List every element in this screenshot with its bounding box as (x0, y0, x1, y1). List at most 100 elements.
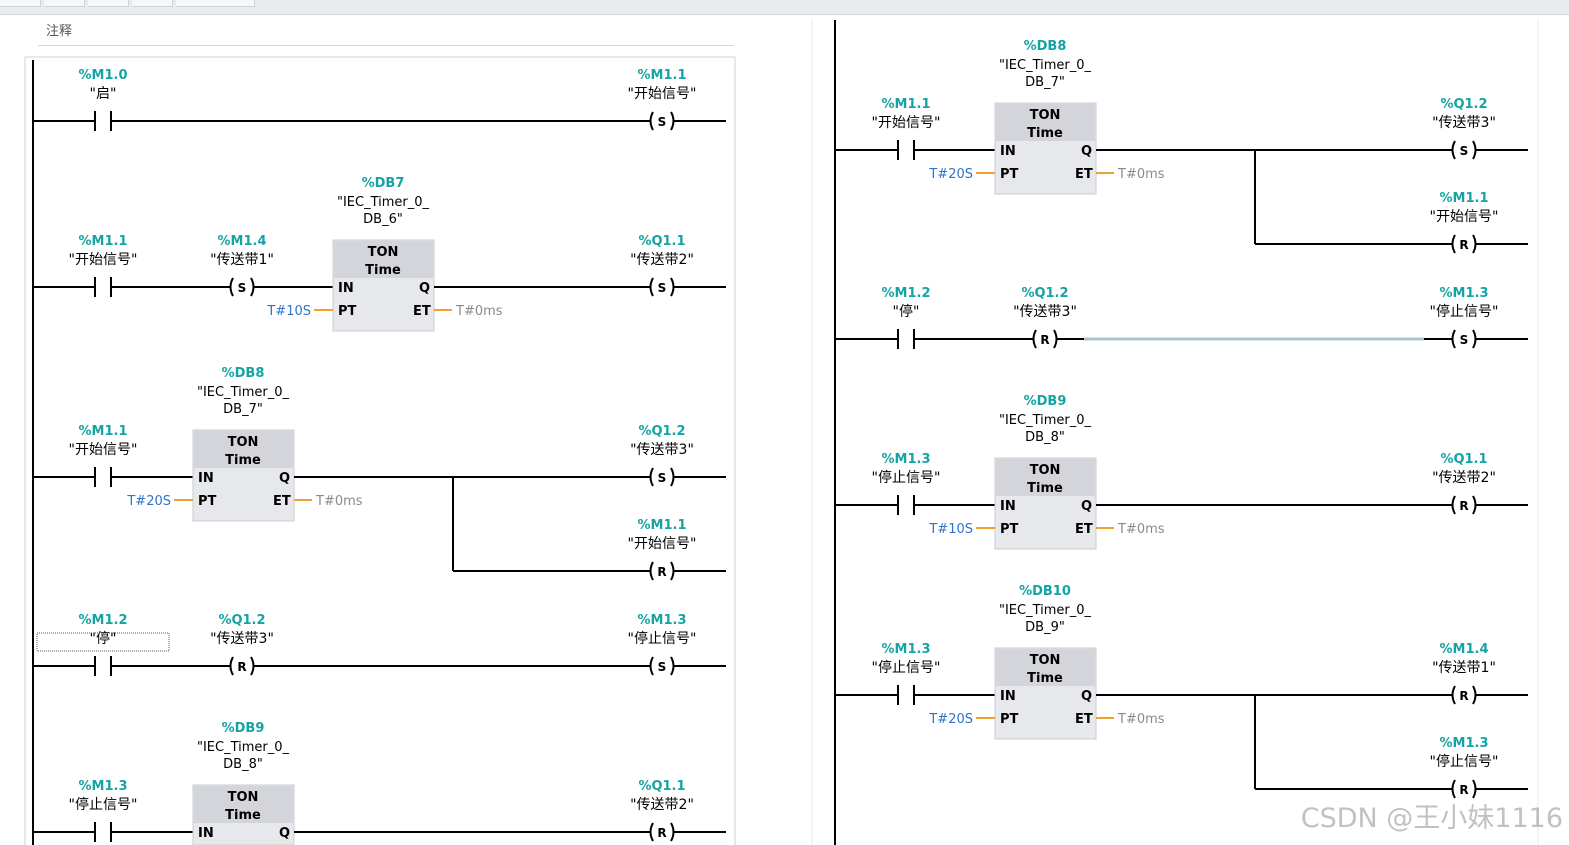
reset-coil[interactable]: R (649, 822, 675, 842)
coil-arc-left (649, 467, 654, 487)
timer-preset-value: T#10S (928, 522, 973, 537)
timer-subtype: Time (225, 808, 261, 823)
contact-address: %M1.3 (79, 779, 128, 794)
timer-instance-name: "IEC_Timer_0_ (197, 385, 290, 400)
watermark: CSDN @王小妹1116 (1300, 803, 1563, 834)
timer-q-pin: Q (1081, 689, 1092, 704)
contact-address: %M1.0 (79, 68, 128, 83)
timer-type: TON (368, 245, 399, 260)
coil-type-label: S (658, 281, 667, 295)
timer-et-pin: ET (413, 304, 431, 319)
contact-tag-name: "停止信号" (872, 469, 941, 486)
toolbar-tab[interactable] (88, 0, 129, 7)
toolbar-tab[interactable] (0, 0, 41, 7)
set-coil[interactable]: S (1451, 329, 1477, 349)
network-comment-field[interactable]: 注释 (38, 20, 734, 46)
coil-arc-left (649, 656, 654, 676)
reset-coil[interactable]: R (1032, 329, 1058, 349)
set-coil[interactable]: S (229, 277, 255, 297)
coil-address: %M1.1 (1440, 191, 1489, 206)
coil-tag-name: "传送带2" (630, 797, 694, 813)
no-contact[interactable] (897, 495, 915, 515)
timer-pt-pin: PT (1000, 167, 1019, 182)
contact-address: %M1.3 (882, 452, 931, 467)
set-coil[interactable]: S (649, 277, 675, 297)
coil-address: %M1.3 (1440, 736, 1489, 751)
timer-db-address: %DB9 (1024, 394, 1067, 409)
reset-coil[interactable]: R (649, 561, 675, 581)
coil-type-label: S (238, 281, 247, 295)
timer-type: TON (1030, 463, 1061, 478)
set-coil[interactable]: S (1451, 140, 1477, 160)
timer-instance-name: DB_7" (1025, 75, 1065, 90)
set-coil[interactable]: S (649, 656, 675, 676)
set-coil[interactable]: S (649, 111, 675, 131)
no-contact[interactable] (897, 685, 915, 705)
timer-header (194, 431, 293, 468)
coil-type-label: S (658, 660, 667, 674)
no-contact[interactable] (94, 467, 112, 487)
coil-tag-name: "传送带3" (1013, 304, 1077, 320)
coil-arc-left (1451, 234, 1456, 254)
coil-arc-left (649, 277, 654, 297)
reset-coil[interactable]: R (1451, 495, 1477, 515)
coil-address: %Q1.2 (638, 424, 685, 439)
coil-address: %M1.3 (638, 613, 687, 628)
timer-pt-pin: PT (1000, 712, 1019, 727)
no-contact[interactable] (897, 329, 915, 349)
coil-arc-left (229, 277, 234, 297)
coil-arc-left (229, 656, 234, 676)
set-coil[interactable]: S (649, 467, 675, 487)
no-contact[interactable] (94, 277, 112, 297)
coil-arc-left (1032, 329, 1037, 349)
reset-coil[interactable]: R (1451, 685, 1477, 705)
no-contact[interactable] (897, 140, 915, 160)
coil-tag-name: "传送带3" (210, 631, 274, 647)
coil-address: %Q1.2 (218, 613, 265, 628)
no-contact[interactable] (94, 111, 112, 131)
timer-instance-name: DB_8" (1025, 430, 1065, 445)
coil-type-label: S (658, 115, 667, 129)
timer-type: TON (228, 790, 259, 805)
coil-address: %M1.1 (638, 518, 687, 533)
no-contact[interactable] (94, 822, 112, 842)
timer-q-pin: Q (1081, 499, 1092, 514)
coil-type-label: R (237, 660, 246, 674)
toolbar-tab[interactable] (132, 0, 173, 7)
contact-address: %M1.3 (882, 642, 931, 657)
timer-db-address: %DB8 (1024, 39, 1067, 54)
timer-db-address: %DB10 (1019, 584, 1071, 599)
toolbar-tab[interactable] (214, 0, 255, 7)
coil-tag-name: "传送带3" (630, 442, 694, 458)
timer-pt-pin: PT (1000, 522, 1019, 537)
coil-type-label: S (1460, 144, 1469, 158)
timer-instance-name: DB_8" (223, 757, 263, 772)
timer-instance-name: DB_9" (1025, 620, 1065, 635)
timer-elapsed-value: T#0ms (455, 304, 503, 319)
reset-coil[interactable]: R (229, 656, 255, 676)
contact-tag-name: "开始信号" (69, 252, 138, 268)
reset-coil[interactable]: R (1451, 234, 1477, 254)
no-contact[interactable] (94, 656, 112, 676)
coil-address: %Q1.1 (1440, 452, 1487, 467)
timer-elapsed-value: T#0ms (315, 494, 363, 509)
coil-type-label: S (658, 471, 667, 485)
timer-header (996, 104, 1095, 141)
timer-et-pin: ET (273, 494, 291, 509)
coil-address: %Q1.1 (638, 234, 685, 249)
contact-tag-name: "停止信号" (69, 796, 138, 813)
coil-arc-left (1451, 779, 1456, 799)
coil-tag-name: "开始信号" (628, 86, 697, 102)
coil-tag-name: "传送带1" (210, 252, 274, 268)
timer-db-address: %DB8 (222, 366, 265, 381)
coil-address: %M1.1 (638, 68, 687, 83)
coil-tag-name: "停止信号" (1430, 303, 1499, 320)
toolbar-tab[interactable] (44, 0, 85, 7)
